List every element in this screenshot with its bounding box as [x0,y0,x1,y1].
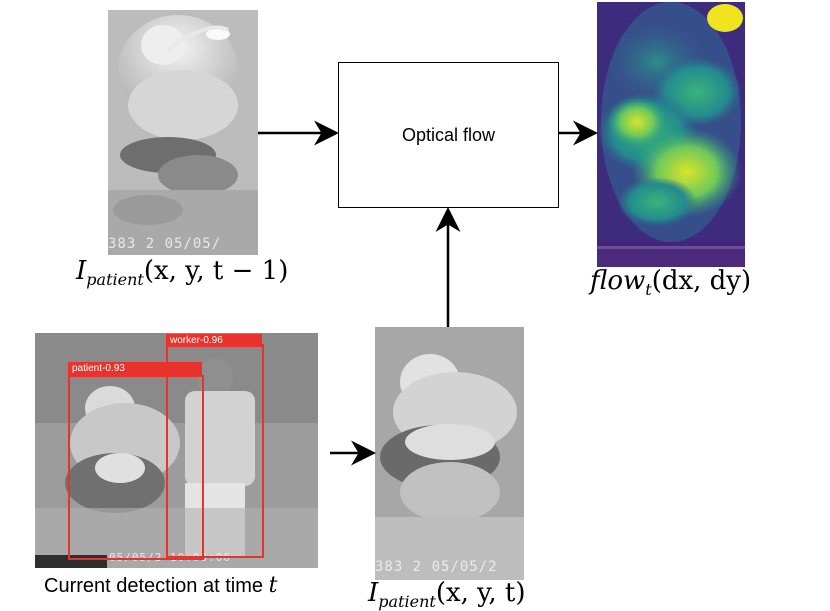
caption-text: Current detection at time [44,575,269,597]
label-subscript: t [645,280,652,300]
label-subscript: patient [378,592,436,611]
label-symbol: I [76,256,87,286]
patient-bounding-box [68,375,204,560]
worker-detection-label: worker-0.96 [166,334,262,347]
label-symbol: I [368,578,379,608]
current-crop-timestamp: 383 2 05/05/2 [375,559,498,575]
current-crop-image: 383 2 05/05/2 [375,327,524,580]
prev-frame-image: 383 2 05/05/ [108,10,258,255]
label-args: (x, y, t − 1) [143,256,289,286]
optical-flow-label: Optical flow [401,124,496,145]
label-subscript: patient [86,270,144,290]
prev-frame-timestamp: 383 2 05/05/ [108,236,222,252]
flow-output-label: flowt(dx, dy) [590,266,751,299]
label-symbol: flow [590,266,646,296]
detection-frame-image: 05/05/2 10:00:06 patient-0.93 worker-0.9… [35,333,318,568]
label-args: (x, y, t) [435,578,526,608]
patient-detection-label: patient-0.93 [68,362,202,375]
current-crop-label: Ipatient(x, y, t) [368,578,526,611]
prev-frame-label: Ipatient(x, y, t − 1) [76,256,288,289]
detection-caption: Current detection at time t [44,573,277,598]
label-args: (dx, dy) [651,266,752,296]
caption-variable: t [268,573,278,598]
flow-output-image [597,2,745,267]
